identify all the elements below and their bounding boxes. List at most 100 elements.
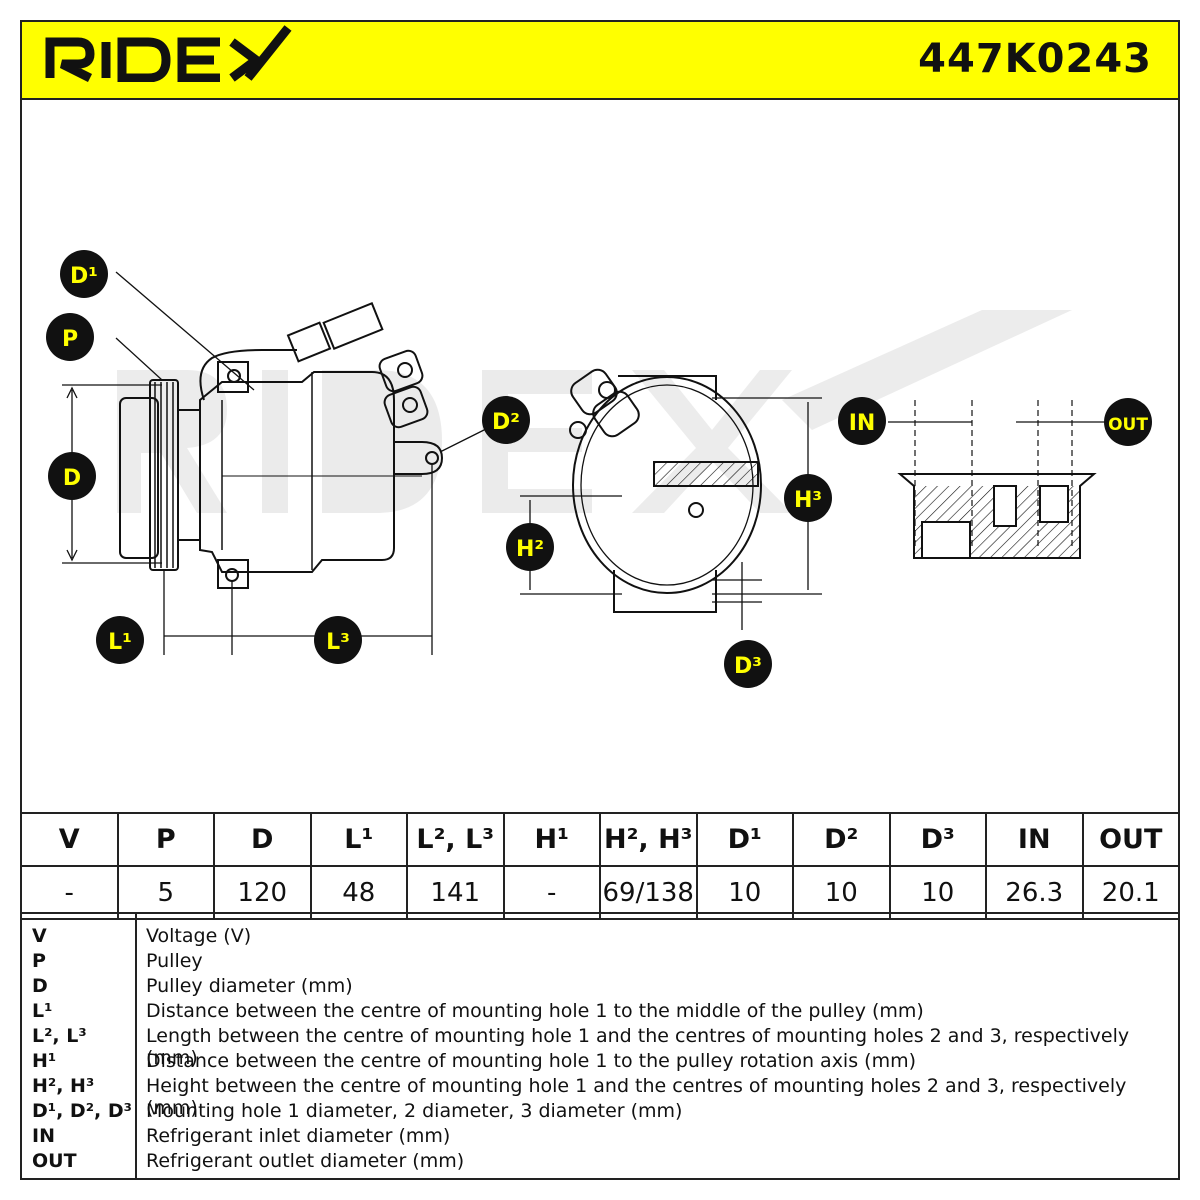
spec-header-v: V: [20, 812, 119, 867]
compressor-body: [199, 371, 395, 573]
svg-text:D³: D³: [734, 654, 762, 679]
spec-table: V P D L¹ L², L³ H¹ H², H³ D¹ D² D³ IN OU…: [20, 812, 1180, 920]
legend-row: P Pulley: [22, 950, 1182, 975]
spec-header-d1: D¹: [695, 812, 794, 867]
legend-row: H¹ Distance between the centre of mounti…: [22, 1050, 1182, 1075]
end-port-1: [570, 368, 618, 416]
compressor-end-view: [569, 368, 762, 613]
compressor-side-view: [119, 301, 444, 589]
spec-value-d2: 10: [792, 865, 891, 920]
callout-h2: H²: [506, 523, 554, 571]
spec-header-d2: D²: [792, 812, 891, 867]
pulley-face: [119, 397, 159, 559]
end-view-bottom-boss: [613, 570, 717, 613]
callout-d1: D¹: [60, 250, 108, 298]
legend-text: Refrigerant outlet diameter (mm): [146, 1150, 465, 1172]
spec-header-h2-h3: H², H³: [599, 812, 698, 867]
legend-row: IN Refrigerant inlet diameter (mm): [22, 1125, 1182, 1150]
spec-header-l1: L¹: [309, 812, 408, 867]
legend-divider: [135, 914, 137, 1178]
spec-value-l1: 48: [309, 865, 408, 920]
legend-key: D: [32, 975, 48, 997]
port-section-view: [888, 400, 1108, 559]
connector-1: [286, 321, 332, 363]
spec-table-value-row: - 5 120 48 141 - 69/138 10 10 10 26.3 20…: [20, 865, 1180, 920]
svg-text:IN: IN: [849, 411, 876, 436]
spec-table-header-row: V P D L¹ L², L³ H¹ H², H³ D¹ D² D³ IN OU…: [20, 812, 1180, 867]
svg-text:L³: L³: [326, 630, 350, 655]
callout-d3: D³: [724, 640, 772, 688]
spec-value-h1: -: [502, 865, 601, 920]
callout-d: D: [48, 452, 96, 500]
svg-text:D: D: [63, 466, 81, 491]
legend-row: D¹, D², D³ Mounting hole 1 diameter, 2 d…: [22, 1100, 1182, 1125]
legend-key: H², H³: [32, 1075, 95, 1097]
technical-drawing: D¹ P D D² L¹ L³ H² H³ D³ IN OUT: [46, 250, 1152, 688]
mounting-hole-2: [425, 451, 439, 465]
legend-row: OUT Refrigerant outlet diameter (mm): [22, 1150, 1182, 1175]
legend-row: D Pulley diameter (mm): [22, 975, 1182, 1000]
spec-value-p: 5: [116, 865, 215, 920]
legend-text: Pulley: [146, 950, 203, 972]
legend-key: D¹, D², D³: [32, 1100, 132, 1122]
legend-row: L², L³ Length between the centre of moun…: [22, 1025, 1182, 1069]
legend-key: H¹: [32, 1050, 57, 1072]
legend-text: Mounting hole 1 diameter, 2 diameter, 3 …: [146, 1100, 683, 1122]
mounting-hole-1: [227, 369, 241, 383]
spec-value-d: 120: [213, 865, 312, 920]
legend: V Voltage (V) P Pulley D Pulley diameter…: [20, 912, 1180, 1180]
svg-text:D¹: D¹: [70, 264, 98, 289]
port-upper: [378, 349, 424, 393]
legend-key: V: [32, 925, 47, 947]
svg-text:P: P: [62, 327, 78, 352]
legend-key: OUT: [32, 1150, 77, 1172]
end-view-housing: [572, 376, 762, 594]
port-lower: [383, 385, 429, 429]
mounting-hole-3: [225, 568, 239, 582]
logo-letter-x: [229, 25, 292, 82]
legend-text: Pulley diameter (mm): [146, 975, 353, 997]
legend-text: Voltage (V): [146, 925, 252, 947]
connector-2: [322, 301, 384, 351]
spec-header-d: D: [213, 812, 312, 867]
legend-text: Height between the centre of mounting ho…: [146, 1075, 1127, 1119]
spec-header-l2-l3: L², L³: [406, 812, 505, 867]
legend-row: H², H³ Height between the centre of moun…: [22, 1075, 1182, 1119]
spec-value-d1: 10: [695, 865, 794, 920]
callout-out: OUT: [1104, 398, 1152, 446]
legend-row: L¹ Distance between the centre of mounti…: [22, 1000, 1182, 1025]
callout-p: P: [46, 313, 94, 361]
legend-text: Distance between the centre of mounting …: [146, 1050, 916, 1072]
spec-header-in: IN: [985, 812, 1084, 867]
svg-text:L¹: L¹: [108, 630, 132, 655]
legend-text: Distance between the centre of mounting …: [146, 1000, 924, 1022]
callout-l3: L³: [314, 616, 362, 664]
spec-value-in: 26.3: [985, 865, 1084, 920]
legend-row: V Voltage (V): [22, 925, 1182, 950]
svg-text:D²: D²: [492, 410, 520, 435]
spec-header-d3: D³: [888, 812, 987, 867]
spec-value-out: 20.1: [1081, 865, 1180, 920]
ridex-watermark: [117, 310, 1072, 513]
legend-key: L¹: [32, 1000, 53, 1022]
logo-letter-r: [45, 37, 95, 82]
callout-d2: D²: [482, 396, 530, 444]
end-view-dimensions: [520, 397, 822, 630]
legend-key: L², L³: [32, 1025, 87, 1047]
spec-value-v: -: [20, 865, 119, 920]
spec-value-h2-h3: 69/138: [599, 865, 698, 920]
wire: [199, 349, 297, 401]
legend-key: P: [32, 950, 46, 972]
part-number: 447K0243: [918, 36, 1152, 82]
logo-letter-d: [117, 37, 171, 82]
svg-text:H³: H³: [794, 488, 822, 513]
logo-letter-e: [177, 37, 220, 82]
spec-value-d3: 10: [888, 865, 987, 920]
spec-header-h1: H¹: [502, 812, 601, 867]
svg-text:OUT: OUT: [1108, 415, 1148, 435]
svg-text:H²: H²: [516, 537, 544, 562]
legend-text: Length between the centre of mounting ho…: [146, 1025, 1130, 1069]
callout-l1: L¹: [96, 616, 144, 664]
spec-value-l2-l3: 141: [406, 865, 505, 920]
spec-header-out: OUT: [1081, 812, 1180, 867]
